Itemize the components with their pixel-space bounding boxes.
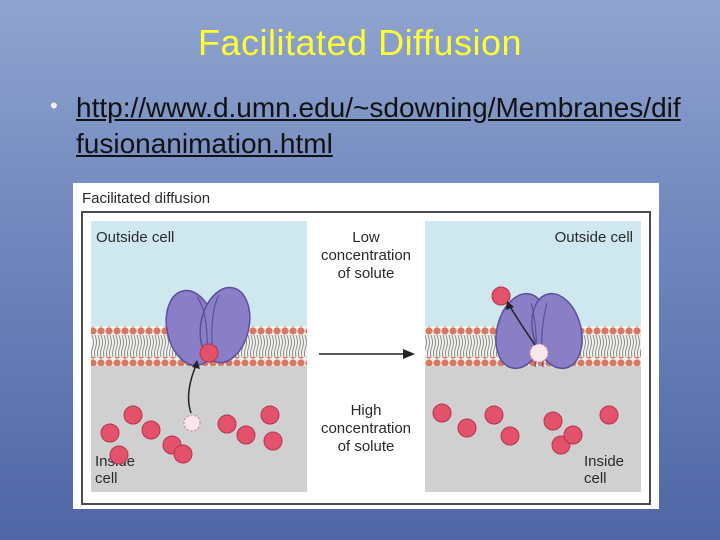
bullet-icon: • xyxy=(50,93,58,118)
left-panel: Outside cell Inside cell xyxy=(91,221,307,492)
left-inside-region xyxy=(91,366,307,492)
low-label-line2: concentration xyxy=(321,247,411,264)
right-inside-label-line2: cell xyxy=(584,470,607,487)
left-entering-solute xyxy=(183,414,201,432)
figure-title: Facilitated diffusion xyxy=(82,190,210,207)
right-released-solute xyxy=(491,286,511,306)
animation-link[interactable]: http://www.d.umn.edu/~sdowning/Membranes… xyxy=(76,92,681,159)
transition-arrowhead xyxy=(403,349,415,359)
bullet-item: • http://www.d.umn.edu/~sdowning/Membran… xyxy=(50,90,700,162)
left-entry-arrow xyxy=(187,362,198,414)
right-inside-solutes xyxy=(432,403,619,455)
high-label-line2: concentration xyxy=(321,420,411,437)
right-membrane-heads-bottom xyxy=(425,357,641,366)
high-label-line1: High xyxy=(351,402,382,419)
right-panel: Outside cell Inside cell xyxy=(425,221,641,492)
low-label-line3: of solute xyxy=(338,265,395,282)
left-outside-label: Outside cell xyxy=(96,229,174,246)
left-inside-label-line2: cell xyxy=(95,470,118,487)
right-exit-arrowhead xyxy=(506,301,514,310)
middle-annotations: Low concentration of solute High concent… xyxy=(319,229,415,455)
left-inside-solutes xyxy=(100,405,283,465)
slide-title: Facilitated Diffusion xyxy=(198,22,522,63)
left-bound-solute xyxy=(199,343,219,363)
right-outside-label: Outside cell xyxy=(555,229,633,246)
right-inside-region xyxy=(425,366,641,492)
right-inside-label-line1: Inside xyxy=(584,453,624,470)
left-entry-arrowhead xyxy=(192,360,200,369)
right-vacated-site xyxy=(529,343,549,363)
low-label-line1: Low xyxy=(352,229,380,246)
high-label-line3: of solute xyxy=(338,438,395,455)
facilitated-diffusion-figure: Facilitated diffusion Outside cell Insid… xyxy=(73,183,659,509)
